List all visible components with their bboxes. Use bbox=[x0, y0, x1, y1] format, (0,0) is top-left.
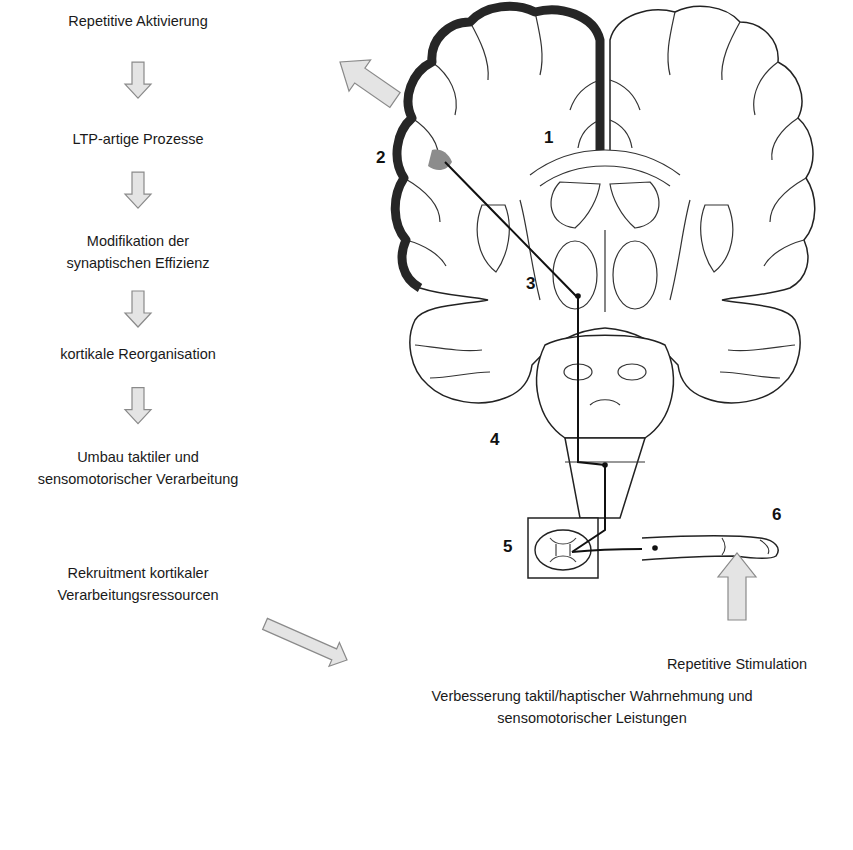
step-text: Umbau taktiler und sensomotorischer Vera… bbox=[31, 446, 246, 491]
block-arrow bbox=[125, 172, 151, 208]
step-label: Repetitive Aktivierung bbox=[18, 10, 258, 32]
step-label: Rekruitment kortikaler Verarbeitungsress… bbox=[43, 562, 233, 607]
step-text: LTP-artige Prozesse bbox=[18, 128, 258, 150]
step-label: LTP-artige Prozesse bbox=[18, 128, 258, 150]
step-label: Umbau taktiler und sensomotorischer Vera… bbox=[31, 446, 246, 491]
block-arrow bbox=[125, 291, 151, 327]
callout-number: 2 bbox=[376, 148, 390, 168]
stimulus-label: Repetitive Stimulation bbox=[637, 654, 837, 674]
step-label: Verbesserung taktil/haptischer Wahrnehmu… bbox=[427, 685, 757, 730]
step-label: kortikale Reorganisation bbox=[18, 343, 258, 365]
step-text: kortikale Reorganisation bbox=[18, 343, 258, 365]
callout-number: 6 bbox=[772, 505, 786, 525]
block-arrow bbox=[125, 388, 151, 424]
step-text: Repetitive Aktivierung bbox=[18, 10, 258, 32]
callout-number: 5 bbox=[503, 537, 517, 557]
block-arrow bbox=[125, 62, 151, 98]
step-text: Rekruitment kortikaler Verarbeitungsress… bbox=[43, 562, 233, 607]
step-text: Modifikation der synaptischen Effizienz bbox=[51, 230, 226, 275]
block-arrow bbox=[263, 618, 347, 666]
callout-number: 4 bbox=[490, 430, 504, 450]
step-text: Verbesserung taktil/haptischer Wahrnehmu… bbox=[427, 685, 757, 730]
step-label: Modifikation der synaptischen Effizienz bbox=[51, 230, 226, 275]
callout-number: 1 bbox=[544, 128, 558, 148]
callout-number: 3 bbox=[526, 274, 540, 294]
